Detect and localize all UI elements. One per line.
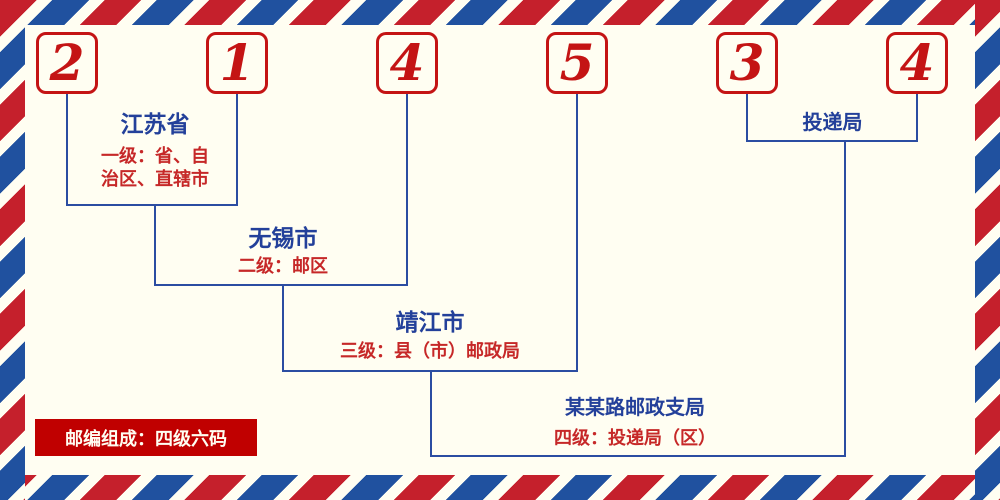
digit-box-1: 2 bbox=[36, 32, 98, 94]
connector-line bbox=[746, 94, 748, 142]
digit-box-2: 1 bbox=[206, 32, 268, 94]
connector-line bbox=[406, 94, 408, 286]
connector-line bbox=[154, 204, 156, 286]
level1-province-name: 江苏省 bbox=[120, 112, 190, 138]
airmail-border-top bbox=[0, 0, 1000, 25]
digit-2: 1 bbox=[219, 33, 255, 92]
composition-badge: 邮编组成：四级六码 bbox=[35, 419, 257, 456]
connector-line bbox=[282, 284, 284, 372]
airmail-border-bottom bbox=[0, 475, 1000, 500]
level2-desc: 二级：邮区 bbox=[238, 256, 328, 277]
digit-6: 4 bbox=[899, 33, 935, 92]
digit-4: 5 bbox=[559, 33, 595, 92]
connector-line bbox=[844, 140, 846, 457]
digit-box-3: 4 bbox=[376, 32, 438, 94]
level3-county-name: 靖江市 bbox=[395, 310, 465, 336]
connector-line bbox=[66, 204, 238, 206]
digit-box-4: 5 bbox=[546, 32, 608, 94]
connector-line bbox=[576, 94, 578, 372]
level1-desc-line1: 一级：省、自 bbox=[101, 146, 209, 167]
level4-branch-name: 某某路邮政支局 bbox=[565, 395, 705, 419]
composition-badge-label: 邮编组成：四级六码 bbox=[65, 428, 227, 450]
connector-line bbox=[430, 455, 846, 457]
connector-line bbox=[746, 140, 918, 142]
digit-box-6: 4 bbox=[886, 32, 948, 94]
connector-line bbox=[916, 94, 918, 142]
airmail-border-right bbox=[975, 0, 1000, 500]
connector-line bbox=[236, 94, 238, 206]
connector-line bbox=[154, 284, 408, 286]
digit-1: 2 bbox=[49, 33, 85, 92]
digit-3: 4 bbox=[389, 33, 425, 92]
level3-desc: 三级：县（市）邮政局 bbox=[340, 341, 520, 362]
level4-desc: 四级：投递局（区） bbox=[554, 428, 716, 449]
connector-line bbox=[66, 94, 68, 206]
connector-line bbox=[430, 370, 432, 457]
digit-5: 3 bbox=[729, 33, 765, 92]
digit-box-5: 3 bbox=[716, 32, 778, 94]
level1-desc-line2: 治区、直辖市 bbox=[101, 169, 209, 190]
level2-city-name: 无锡市 bbox=[248, 226, 318, 252]
delivery-office-label: 投递局 bbox=[802, 110, 863, 134]
airmail-border-left bbox=[0, 0, 25, 500]
